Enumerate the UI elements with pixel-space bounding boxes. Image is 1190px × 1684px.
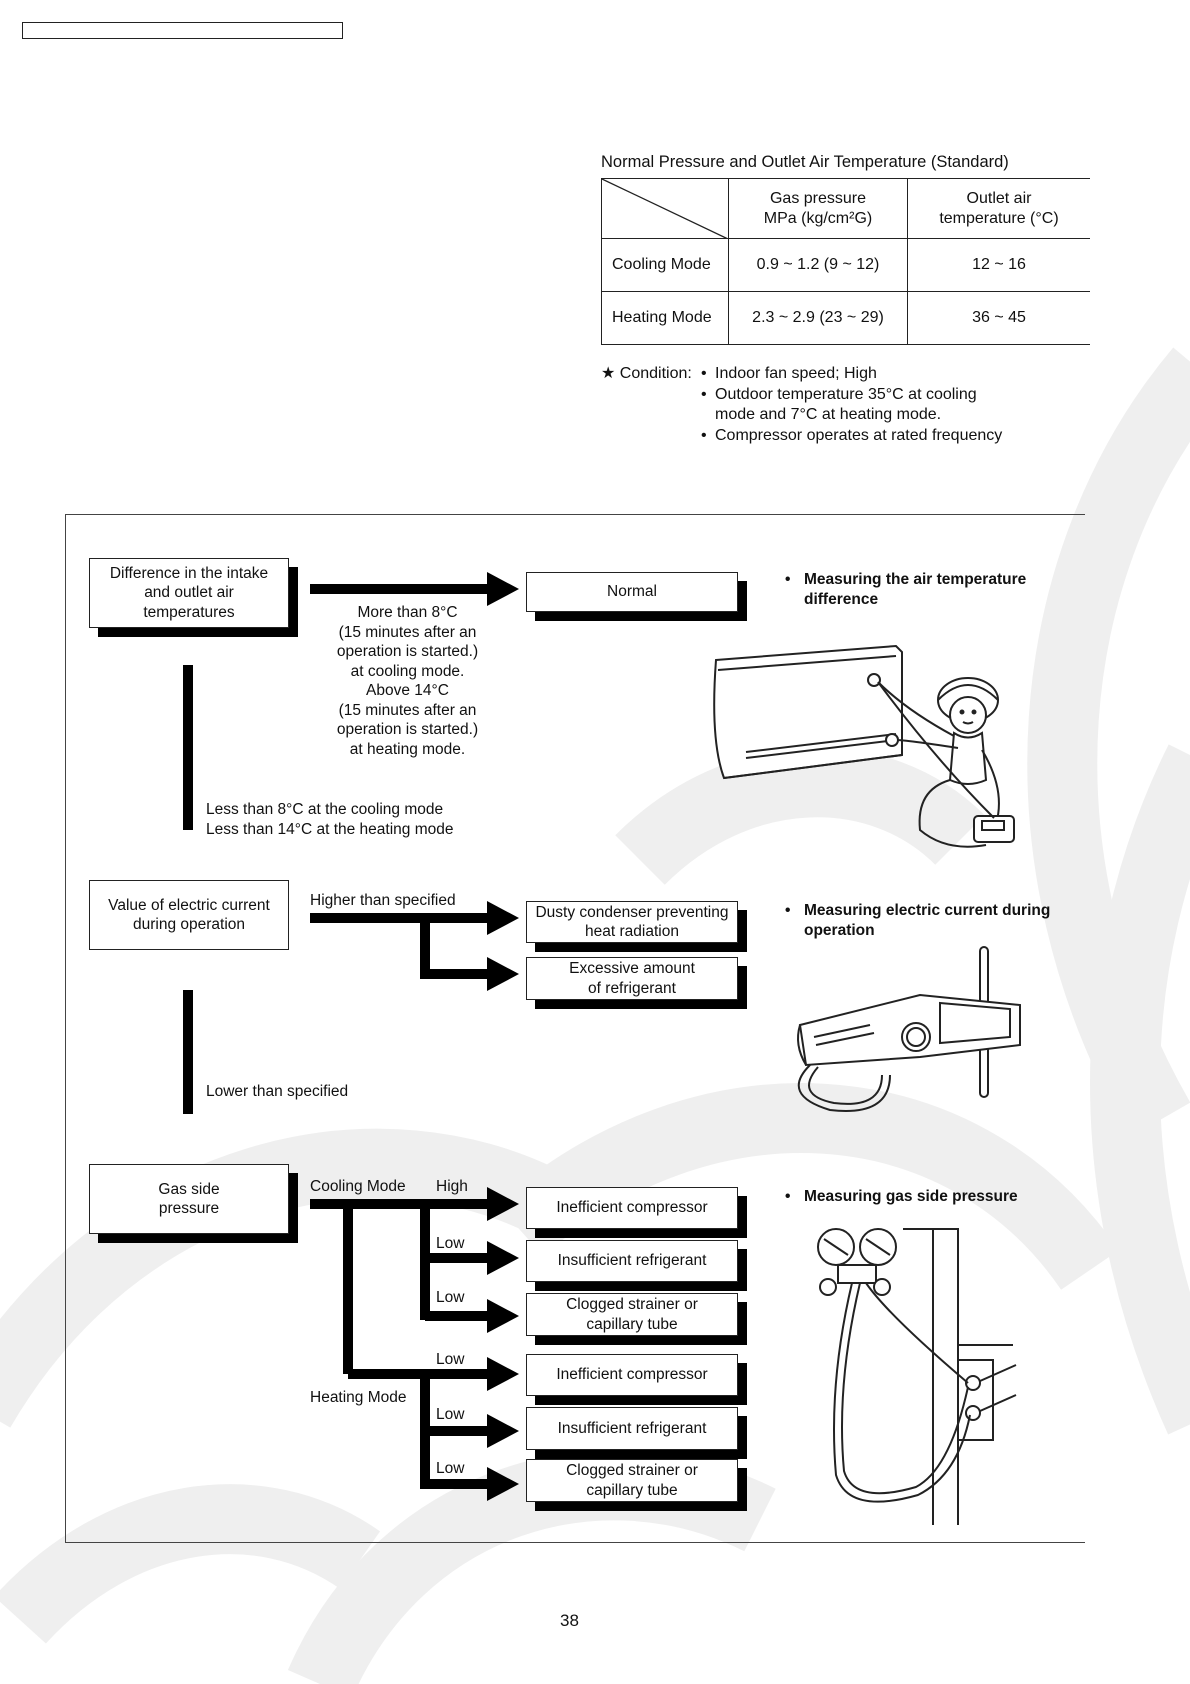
s3-heating-label: Heating Mode — [310, 1389, 407, 1406]
row-mode: Cooling Mode — [601, 238, 729, 292]
note-electric-current: •Measuring electric current during opera… — [785, 902, 1051, 939]
row-pressure: 2.3 ~ 2.9 (23 ~ 29) — [728, 291, 908, 345]
page-number: 38 — [560, 1611, 579, 1630]
note-air-temperature: •Measuring the air temperature differenc… — [785, 571, 1027, 608]
s3-high-label: High — [436, 1178, 468, 1195]
s1-below-text: Less than 8°C at the cooling mode Less t… — [206, 801, 454, 838]
s2-lower-label: Lower than specified — [206, 1083, 349, 1100]
s3-cooling-label: Cooling Mode — [310, 1178, 406, 1195]
result-inefficient-compressor-heating: Inefficient compressor — [526, 1354, 738, 1396]
row-temp: 36 ~ 45 — [907, 291, 1090, 345]
s3-low-label: Low — [436, 1406, 465, 1423]
s3-low-label: Low — [436, 1351, 465, 1368]
table-row: Heating Mode 2.3 ~ 2.9 (23 ~ 29) 36 ~ 45 — [601, 291, 1090, 345]
table-title: Normal Pressure and Outlet Air Temperatu… — [601, 153, 1009, 171]
row-pressure: 0.9 ~ 1.2 (9 ~ 12) — [728, 238, 908, 292]
condition-item: Outdoor temperature 35°C at cooling mode… — [715, 385, 977, 424]
box-gas-side-pressure: Gas side pressure — [89, 1164, 289, 1234]
s3-low-label: Low — [436, 1235, 465, 1252]
condition-notes: ★ Condition:•Indoor fan speed; High •Out… — [601, 364, 1015, 446]
s2-higher-label: Higher than specified — [310, 892, 456, 909]
result-insufficient-refrigerant-heating: Insufficient refrigerant — [526, 1407, 738, 1450]
result-dusty-condenser: Dusty condenser preventing heat radiatio… — [526, 901, 738, 943]
result-clogged-strainer-heating: Clogged strainer or capillary tube — [526, 1459, 738, 1502]
box-temperature-difference: Difference in the intake and outlet air … — [89, 558, 289, 628]
result-excessive-refrigerant: Excessive amount of refrigerant — [526, 957, 738, 1000]
result-inefficient-compressor-cooling: Inefficient compressor — [526, 1187, 738, 1229]
note-gas-pressure: •Measuring gas side pressure — [785, 1188, 1018, 1205]
s3-low-label: Low — [436, 1289, 465, 1306]
condition-label: ★ Condition: — [601, 365, 692, 382]
row-temp: 12 ~ 16 — [907, 238, 1090, 292]
result-normal: Normal — [526, 572, 738, 612]
row-mode: Heating Mode — [601, 291, 729, 345]
table-corner-cell — [601, 178, 729, 239]
s3-low-label: Low — [436, 1460, 465, 1477]
condition-item: Indoor fan speed; High — [715, 365, 877, 382]
flowchart-frame — [65, 514, 1085, 1543]
table-row: Cooling Mode 0.9 ~ 1.2 (9 ~ 12) 12 ~ 16 — [601, 238, 1090, 292]
result-insufficient-refrigerant-cooling: Insufficient refrigerant — [526, 1240, 738, 1282]
technician-measuring-air-unit-illustration — [713, 644, 1015, 848]
box-electric-current: Value of electric current during operati… — [89, 880, 289, 950]
result-clogged-strainer-cooling: Clogged strainer or capillary tube — [526, 1293, 738, 1336]
corner-diagonal — [602, 179, 728, 239]
header-box — [22, 22, 343, 39]
clamp-meter-illustration — [797, 946, 1021, 1112]
condition-item: Compressor operates at rated frequency — [715, 426, 1003, 444]
manifold-gauge-illustration — [817, 1228, 1017, 1525]
arrow-excessive — [420, 918, 519, 991]
s1-condition-text: More than 8°C (15 minutes after an opera… — [336, 604, 479, 758]
